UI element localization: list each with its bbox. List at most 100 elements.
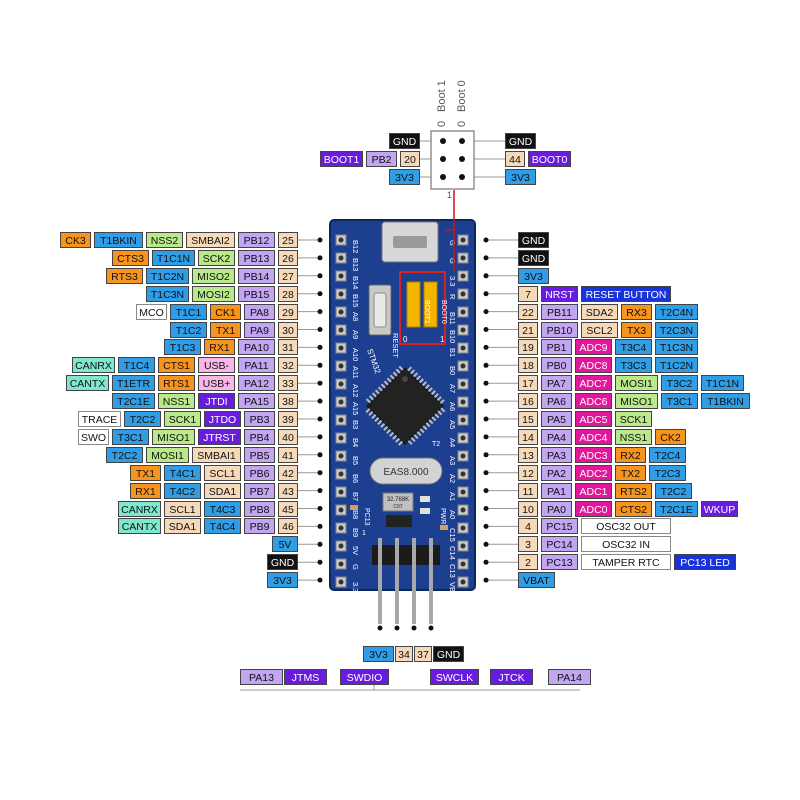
pin-label-jtdi: JTDI <box>198 393 235 410</box>
boot0-title: Boot 0 <box>456 80 468 112</box>
pin-label-pb8: PB8 <box>244 500 275 517</box>
pin-label-gnd: GND <box>267 554 298 571</box>
pin-label-adc9: ADC9 <box>575 339 612 356</box>
pin-label-3v3: 3V3 <box>363 646 394 662</box>
header-left-text: 5V <box>351 546 360 555</box>
boot-jumper-1 <box>406 281 421 328</box>
header-right-text: R <box>448 294 457 300</box>
pin-label-29: 29 <box>278 303 298 320</box>
boot0-state: 0 <box>456 121 468 127</box>
pin-label-pa12: PA12 <box>238 375 275 392</box>
pin-label-t4c4: T4C4 <box>204 518 241 535</box>
pin-label-adc3: ADC3 <box>575 446 612 463</box>
header-right-text: A5 <box>448 420 457 429</box>
pin-label-adc4: ADC4 <box>575 428 612 445</box>
pin-label-3v3: 3V3 <box>518 267 549 284</box>
pin-label-t3c1: T3C1 <box>661 393 698 410</box>
pin-label-t4c2: T4C2 <box>164 482 201 499</box>
pin-label-pb4: PB4 <box>244 428 275 445</box>
pin-label-t1c1n: T1C1N <box>152 249 195 266</box>
pin-label-jtck: JTCK <box>490 669 533 685</box>
header-left-text: B3 <box>351 420 360 429</box>
header-left-text: B12 <box>351 240 360 253</box>
pin-label-rx3: RX3 <box>621 303 652 320</box>
pin-label-t2c4n: T2C4N <box>655 303 698 320</box>
pin-label-tamper-rtc: TAMPER RTC <box>581 554 671 571</box>
header-right-text: A3 <box>448 456 457 465</box>
pin-label-tx1: TX1 <box>210 321 241 338</box>
header-right-text: A7 <box>448 384 457 393</box>
pin-label-ck3: CK3 <box>60 232 91 248</box>
pin-label-swo: SWO <box>78 428 109 445</box>
pin-label-reset-button: RESET BUTTON <box>581 285 671 302</box>
pin-label-pb13: PB13 <box>238 249 275 266</box>
pin-label-pb14: PB14 <box>238 267 275 284</box>
pin-label-cts2: CTS2 <box>615 500 652 517</box>
boot1-state: 0 <box>436 121 448 127</box>
pin-label-34: 34 <box>395 646 413 662</box>
silk-one: 1 <box>440 335 445 344</box>
pin-label-32: 32 <box>278 357 298 374</box>
pin-label-pc13-led: PC13 LED <box>674 554 736 571</box>
pin-label-42: 42 <box>278 464 298 481</box>
pin-label-miso1: MISO1 <box>152 428 195 445</box>
pin-label-5v: 5V <box>272 536 298 553</box>
pin-label-nss1: NSS1 <box>615 428 652 445</box>
header-left-text: A8 <box>351 312 360 321</box>
pin-label-scl2: SCL2 <box>581 321 618 338</box>
mcu-chip <box>365 365 446 446</box>
header-left-text: B5 <box>351 456 360 465</box>
boot-jumper-0 <box>423 281 438 328</box>
pin-label-pb15: PB15 <box>238 285 275 302</box>
pin-label-pa9: PA9 <box>244 321 275 338</box>
pin-label-37: 37 <box>414 646 432 662</box>
pin-label-mosi2: MOSI2 <box>192 285 235 302</box>
pin-label-3v3: 3V3 <box>505 169 536 185</box>
pin-label-cantx: CANTX <box>118 518 161 535</box>
pin-label-canrx: CANRX <box>118 500 161 517</box>
header-right-text: A1 <box>448 492 457 501</box>
pin-label-pb2: PB2 <box>366 151 397 167</box>
pin-label-cantx: CANTX <box>66 375 109 392</box>
pin-label-nss2: NSS2 <box>146 232 183 248</box>
pin-label-t1bkin: T1BKIN <box>701 393 750 410</box>
header-left-text: A9 <box>351 330 360 339</box>
pin-label-rts2: RTS2 <box>615 482 652 499</box>
pin-label-20: 20 <box>400 151 420 167</box>
pin-label-10: 10 <box>518 500 538 517</box>
header-right-text: G <box>448 240 457 246</box>
pin-label-osc32-out: OSC32 OUT <box>581 518 671 535</box>
pin-label-pa7: PA7 <box>541 375 572 392</box>
pin-label-mosi1: MOSI1 <box>146 446 189 463</box>
pin-label-pb3: PB3 <box>244 411 275 427</box>
pin-label-usb: USB+ <box>198 375 235 392</box>
pin-label-swdio: SWDIO <box>340 669 389 685</box>
pin-label-pa0: PA0 <box>541 500 572 517</box>
pin-label-nrst: NRST <box>541 285 578 302</box>
pin-label-t4c3: T4C3 <box>204 500 241 517</box>
pin-label-28: 28 <box>278 285 298 302</box>
pin-label-gnd: GND <box>433 646 464 662</box>
boot-header <box>430 130 475 190</box>
pin-label-t2c4: T2C4 <box>649 446 686 463</box>
pin-label-adc6: ADC6 <box>575 393 612 410</box>
pin-label-sck1: SCK1 <box>164 411 201 427</box>
silk-boot0: BOOT0 <box>440 300 447 324</box>
header-right-text: B11 <box>448 312 457 325</box>
pin-label-12: 12 <box>518 464 538 481</box>
pin-label-40: 40 <box>278 428 298 445</box>
pin-label-pc14: PC14 <box>541 536 578 553</box>
pin-label-4: 4 <box>518 518 538 535</box>
rtc-crystal-label: 32.768K <box>387 497 409 503</box>
pin-label-jtrst: JTRST <box>198 428 241 445</box>
pin-label-sda1: SDA1 <box>164 518 201 535</box>
pin-label-osc32-in: OSC32 IN <box>581 536 671 553</box>
pin-label-26: 26 <box>278 249 298 266</box>
pin-label-cts3: CTS3 <box>112 249 149 266</box>
pin-label-adc0: ADC0 <box>575 500 612 517</box>
header-left-text: A12 <box>351 384 360 397</box>
pin-label-t3c2: T3C2 <box>661 375 698 392</box>
pin-label-t1c3: T1C3 <box>164 339 201 356</box>
